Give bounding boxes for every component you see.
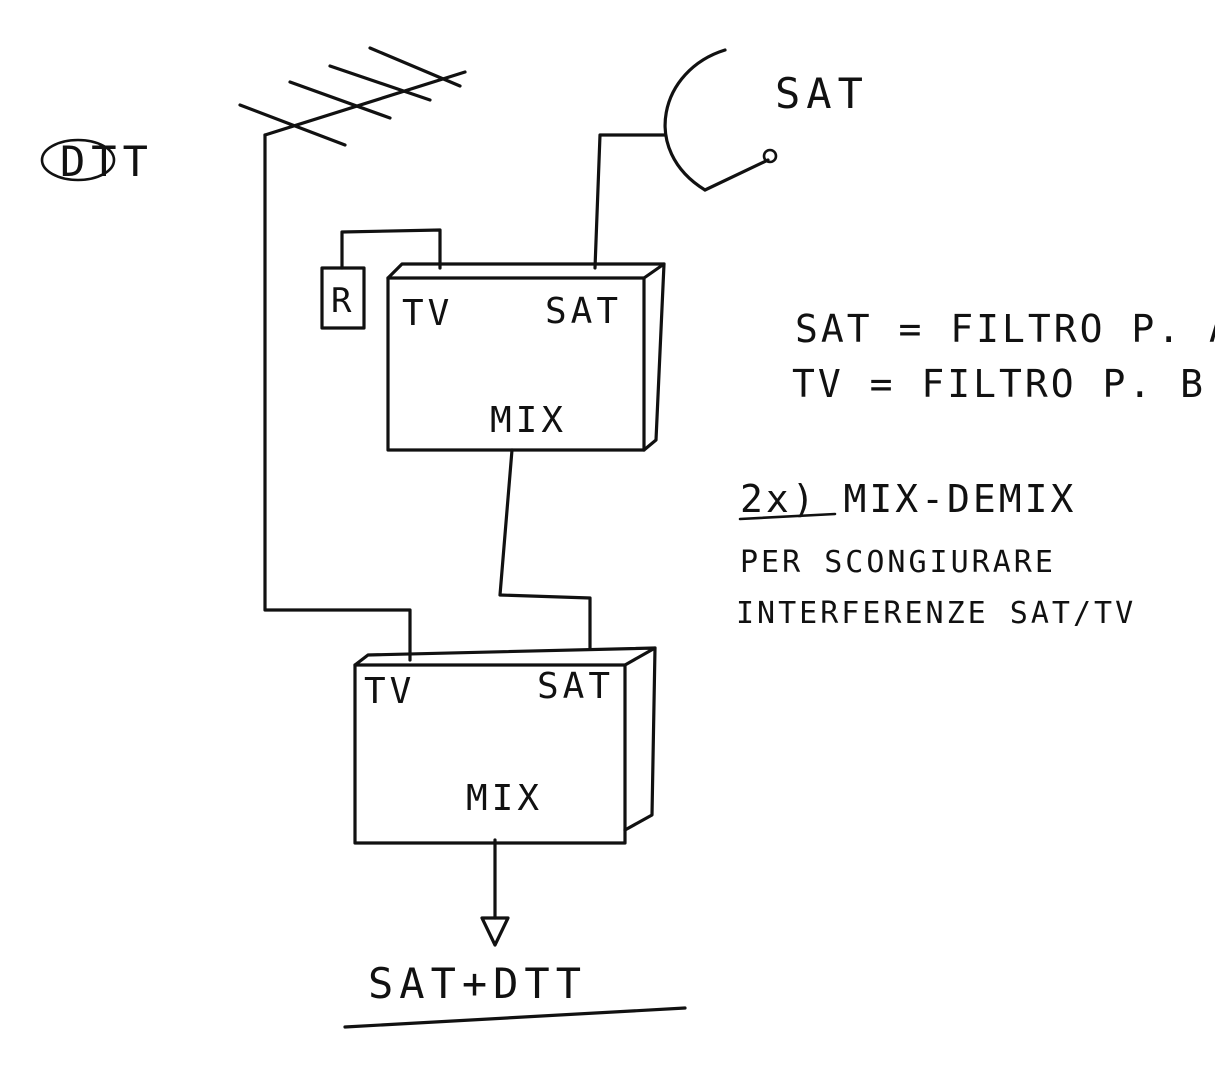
output-underline <box>343 1006 687 1029</box>
note-line-2: TV = FILTRO P. B. <box>792 362 1215 406</box>
resistor: R <box>320 266 366 330</box>
note-line-3: 2x) MIX-DEMIX <box>740 477 1076 521</box>
note-line-5: INTERFERENZE SAT/TV <box>736 596 1136 631</box>
dtt-label: DTT <box>60 137 154 186</box>
note-line-1: SAT = FILTRO P. A. <box>795 307 1215 351</box>
note-line-4: PER SCONGIURARE <box>740 545 1056 580</box>
wire-dtt-to-bottom-tv <box>263 133 412 662</box>
wires <box>263 133 667 947</box>
note-line-3-underline <box>738 512 837 521</box>
mixer-top-sat-label: SAT <box>545 291 622 332</box>
mixer-bottom-sat-label: SAT <box>537 666 614 707</box>
mixer-bottom: TV SAT MIX <box>353 646 657 845</box>
notes: SAT = FILTRO P. A. TV = FILTRO P. B. 2x)… <box>736 307 1215 631</box>
dtt-label-oval <box>40 138 116 182</box>
sat-dish-label: SAT <box>775 69 869 118</box>
terrestrial-antenna-icon <box>238 46 467 147</box>
mixer-top-mix-label: MIX <box>490 400 567 441</box>
output-arrow-icon <box>480 916 510 947</box>
mixer-bottom-mix-label: MIX <box>466 778 543 819</box>
mixer-bottom-tv-label: TV <box>364 671 415 712</box>
dtt-label-group: DTT <box>40 137 154 186</box>
mixer-top-tv-label: TV <box>402 293 453 334</box>
satellite-dish-icon <box>663 48 778 192</box>
mixer-top: TV SAT MIX <box>386 262 666 452</box>
resistor-label: R <box>331 281 352 321</box>
wire-resistor-to-top-tv <box>340 228 442 270</box>
output-label: SAT+DTT <box>368 959 587 1008</box>
wire-dish-to-top-sat <box>593 133 667 270</box>
wire-top-mix-to-bottom-sat <box>498 448 592 650</box>
